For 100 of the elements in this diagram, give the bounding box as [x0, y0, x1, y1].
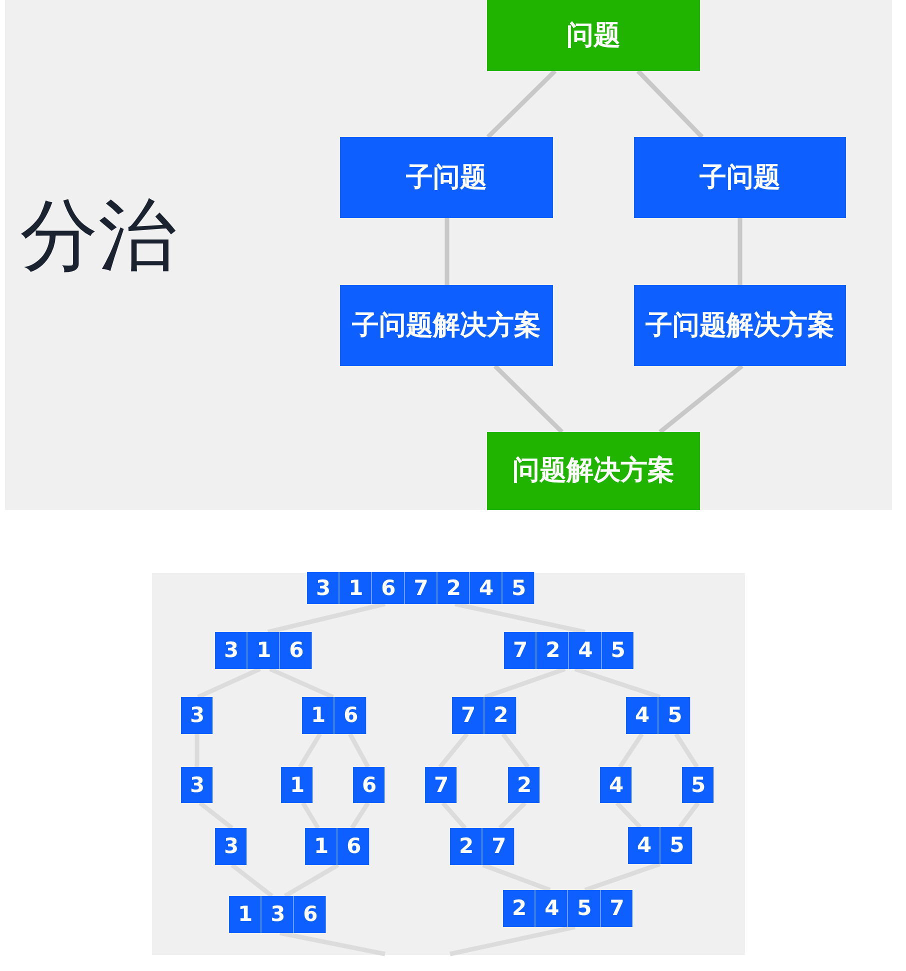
connector-line [267, 602, 386, 634]
connector-line [450, 924, 576, 956]
number-array [628, 827, 692, 864]
array-digit: 5 [512, 578, 526, 598]
array-digit: 2 [494, 705, 508, 726]
box-label: 子问题解决方案 [646, 310, 834, 342]
connector-line [230, 863, 274, 898]
process-box [487, 0, 700, 71]
array-digit: 1 [310, 705, 326, 726]
connector-line [438, 732, 469, 768]
connector-line [301, 802, 320, 830]
array-digit: 4 [578, 640, 593, 661]
array-digit: 7 [610, 898, 624, 919]
array-digit: 6 [346, 836, 362, 857]
number-array [215, 632, 312, 669]
number-array [600, 767, 632, 803]
array-digit: 7 [414, 578, 428, 598]
connector-line [194, 734, 200, 767]
array-digit: 3 [270, 904, 286, 925]
connector-line [501, 732, 530, 768]
array-digit: 4 [634, 705, 650, 726]
box-label: 子问题解决方案 [352, 310, 541, 342]
array-digit: 2 [446, 578, 461, 598]
number-array [181, 697, 213, 734]
array-digit: 2 [512, 898, 527, 919]
connector-line [584, 862, 661, 892]
array-digit: 6 [289, 640, 304, 661]
number-array [626, 697, 690, 734]
array-digit: 6 [381, 578, 396, 598]
connector-line [348, 732, 370, 768]
connector-line [738, 218, 742, 285]
array-digit: 7 [512, 640, 528, 661]
number-array [229, 896, 326, 933]
number-array [504, 632, 634, 669]
connector-line [454, 602, 586, 634]
process-box [487, 432, 700, 510]
array-digit: 3 [190, 774, 205, 796]
title: 分治 [20, 197, 176, 275]
array-digit: 1 [238, 904, 253, 925]
number-array [215, 828, 247, 865]
array-digit: 6 [303, 904, 318, 925]
number-array [181, 767, 213, 803]
array-digit: 6 [362, 774, 377, 796]
box-label: 子问题 [700, 162, 780, 194]
process-box [340, 285, 553, 366]
array-digit: 1 [256, 640, 272, 661]
number-array [353, 767, 385, 803]
connector-line [444, 218, 450, 285]
box-label: 子问题 [406, 162, 487, 194]
array-digit: 5 [670, 835, 684, 856]
number-array [281, 767, 313, 803]
box-label: 问题解决方案 [512, 455, 674, 487]
number-array [305, 828, 370, 865]
array-digit: 4 [544, 898, 560, 919]
connector-line [658, 364, 744, 434]
array-digit: 3 [316, 578, 331, 598]
connector-line [493, 364, 564, 434]
array-digit: 3 [224, 640, 239, 661]
connector-line [280, 930, 386, 956]
array-digit: 5 [577, 898, 592, 919]
connector-line [678, 802, 700, 828]
array-digit: 4 [636, 835, 652, 856]
array-digit: 1 [314, 836, 329, 857]
array-digit: 7 [460, 705, 476, 726]
connector-line [350, 802, 370, 830]
array-digit: 1 [348, 578, 364, 598]
array-digit: 3 [224, 836, 239, 857]
process-box [340, 137, 553, 218]
array-digit: 7 [434, 774, 449, 796]
connector-line [636, 69, 704, 139]
number-array [452, 697, 516, 734]
process-box [634, 137, 846, 218]
connector-line [298, 732, 322, 768]
connector-line [574, 666, 661, 700]
connector-line [284, 863, 340, 898]
connector-line [198, 801, 234, 830]
connector-line [486, 69, 557, 139]
number-array [503, 890, 632, 927]
array-digit: 1 [290, 774, 305, 796]
connector-line [615, 801, 642, 829]
array-digit: 2 [458, 836, 474, 857]
connector-line [482, 862, 551, 892]
box-label: 问题 [566, 20, 620, 52]
connector-line [618, 732, 644, 768]
array-digit: 7 [492, 836, 506, 857]
number-array [682, 767, 714, 803]
array-digit: 3 [190, 705, 205, 726]
number-array [450, 828, 514, 865]
number-array [425, 767, 457, 803]
connector-line [498, 801, 527, 830]
connector-line [674, 732, 699, 768]
connector-line [484, 666, 566, 700]
number-array [307, 572, 534, 604]
array-digit: 6 [344, 705, 358, 726]
array-digit: 4 [608, 774, 624, 796]
number-array [508, 767, 540, 803]
array-digit: 2 [516, 774, 532, 796]
connector-line [441, 802, 467, 830]
array-digit: 5 [610, 640, 626, 661]
array-digit: 5 [668, 705, 682, 726]
